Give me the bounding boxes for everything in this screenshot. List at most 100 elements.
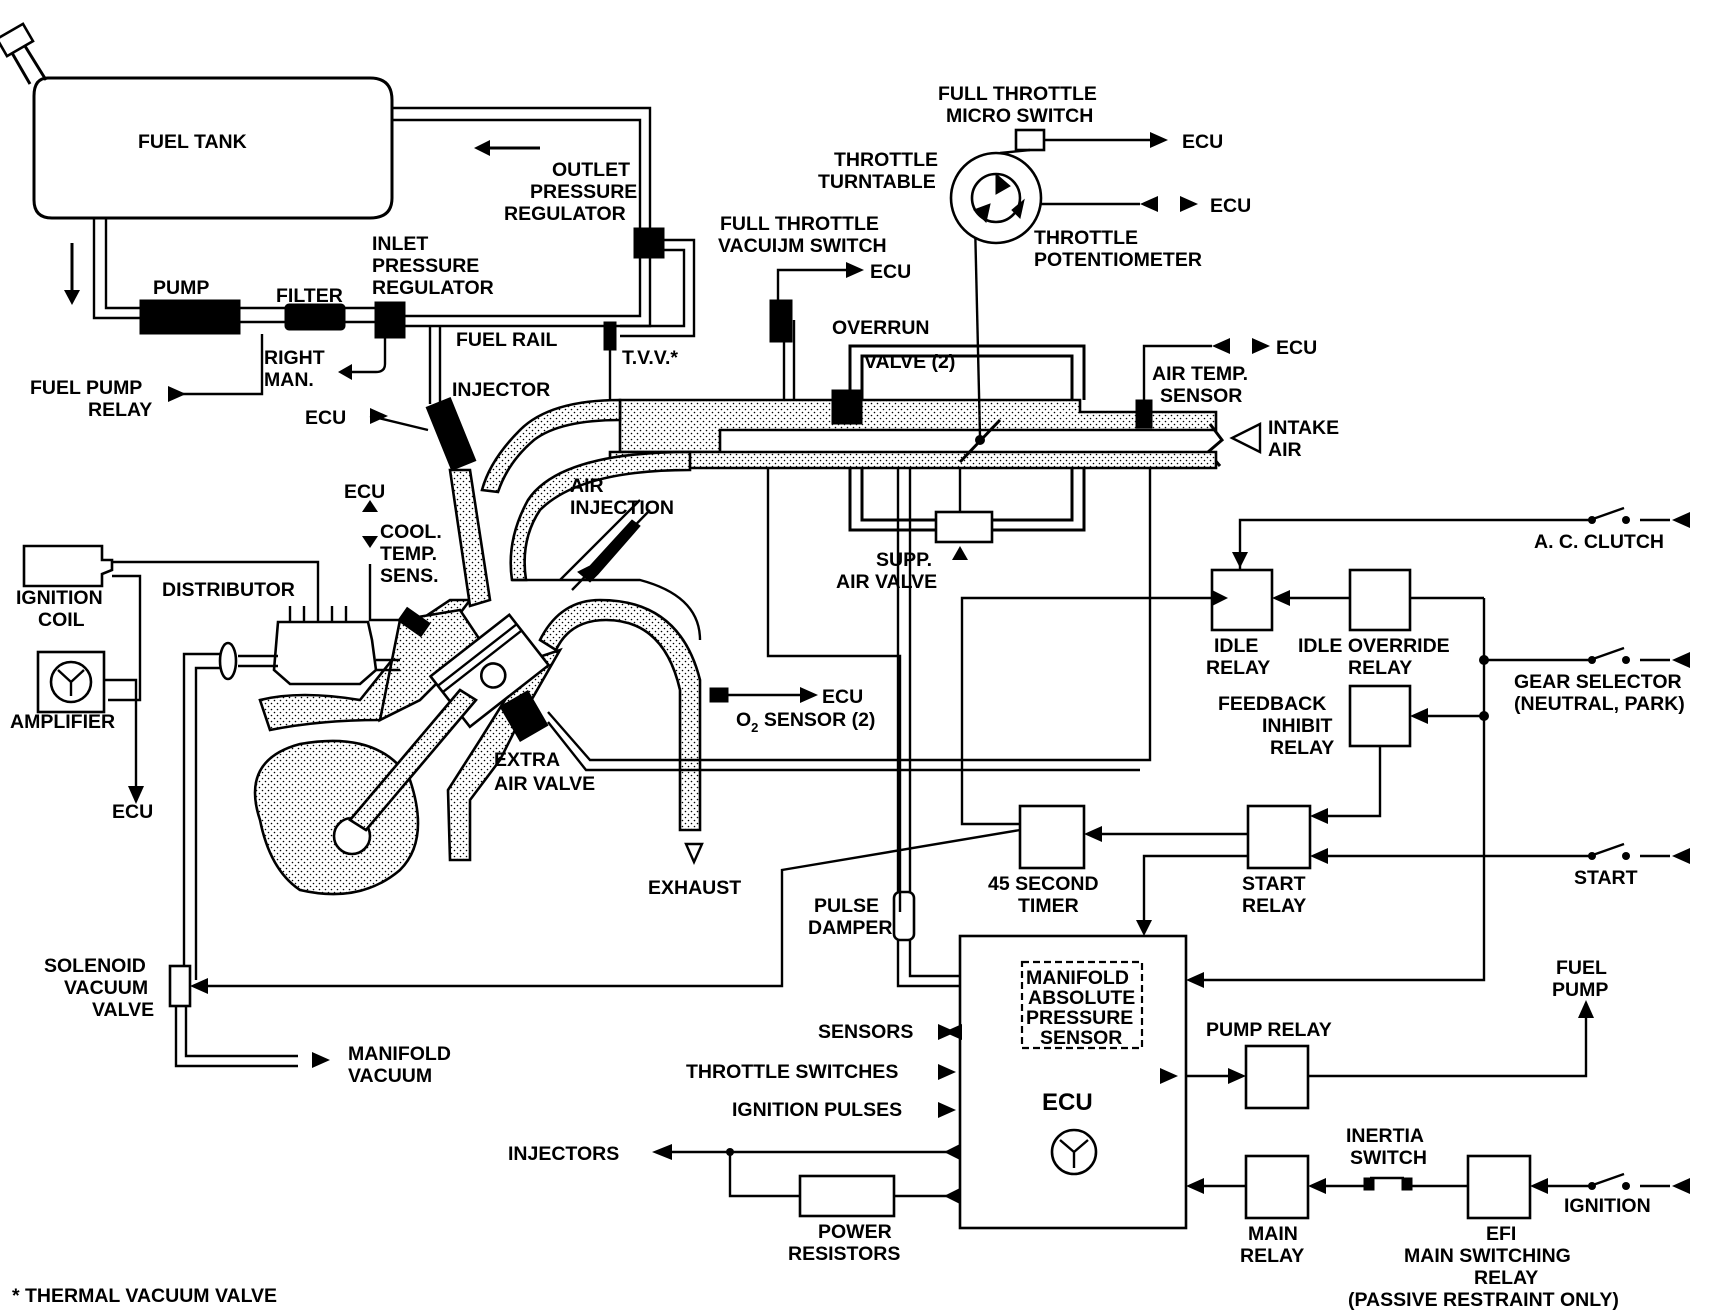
crankshaft: [253, 739, 420, 896]
pulse-damper: [892, 890, 916, 942]
left-arrow-icon: [474, 140, 490, 156]
o2-sensor: [709, 687, 729, 703]
ecu-label-vacuum: ECU: [870, 261, 911, 283]
right-man-label-1: RIGHT: [264, 347, 325, 369]
intake-runner-top: [480, 398, 622, 494]
efi-main-switching-relay: [1466, 1154, 1532, 1220]
throttle-turntable-label-1: THROTTLE: [834, 149, 938, 171]
idle-relay: [1210, 568, 1274, 632]
inlet-reg-label-3: REGULATOR: [372, 277, 494, 299]
air-temp-label-2: SENSOR: [1160, 385, 1242, 407]
feedback-label-3: RELAY: [1270, 737, 1334, 759]
full-throttle-micro-switch: [1014, 128, 1046, 152]
cool-label-3: SENS.: [380, 565, 439, 587]
overrun-label-2: VALVE (2): [864, 351, 955, 373]
ignition-coil-label-1: IGNITION: [16, 587, 103, 609]
start-relay-label-2: RELAY: [1242, 895, 1306, 917]
inertia-label-2: SWITCH: [1350, 1147, 1427, 1169]
supp-label-2: AIR VALVE: [836, 571, 937, 593]
full-throttle-vacuum-switch: [769, 299, 793, 343]
pump-label: PUMP: [153, 277, 209, 299]
injector: [425, 396, 477, 472]
feedback-inhibit-relay: [1348, 684, 1412, 748]
ecu-label-o2: ECU: [822, 686, 863, 708]
filter-label: FILTER: [276, 285, 343, 307]
intake-plenum: [618, 398, 1218, 454]
pulse-label-1: PULSE: [814, 895, 879, 917]
ecu-main-label: ECU: [1042, 1089, 1093, 1116]
ecu-label-airtemp: ECU: [1276, 337, 1317, 359]
manifold-vac-label-2: VACUUM: [348, 1065, 432, 1087]
fuel-rail-label: FUEL RAIL: [456, 329, 558, 351]
inertia-switch-contact-b: [1401, 1177, 1413, 1191]
amplifier-label: AMPLIFIER: [10, 711, 115, 733]
inertia-switch-contact-a: [1363, 1177, 1375, 1191]
ecu-label-micro: ECU: [1182, 131, 1223, 153]
outlet-reg-label-2: PRESSURE: [530, 181, 637, 203]
gear-label-2: (NEUTRAL, PARK): [1514, 693, 1685, 715]
intake-label-1: INTAKE: [1268, 417, 1339, 439]
idle-override-label-2: RELAY: [1348, 657, 1412, 679]
ignition-label: IGNITION: [1564, 1195, 1651, 1217]
o2-sensor-label: O2 SENSOR (2): [736, 709, 875, 735]
throttle-pot-label-1: THROTTLE: [1034, 227, 1138, 249]
solenoid-label-1: SOLENOID: [44, 955, 146, 977]
feedback-label-2: INHIBIT: [1262, 715, 1333, 737]
fuel-tank-label: FUEL TANK: [138, 131, 247, 153]
map-label-4: SENSOR: [1040, 1027, 1122, 1049]
coolant-temp-sensor: [397, 606, 431, 638]
air-temp-sensor: [1135, 399, 1153, 429]
fuel-tank: FUEL TANK: [0, 22, 394, 220]
fuel-filler-cap: [0, 22, 35, 58]
throttle-pot-label-2: POTENTIOMETER: [1034, 249, 1202, 271]
efi-label-1: EFI: [1486, 1223, 1516, 1245]
fuel-pump-label-2: PUMP: [1552, 979, 1608, 1001]
ecu-label-amp: ECU: [112, 801, 153, 823]
idle-relay-label-2: RELAY: [1206, 657, 1270, 679]
manifold-vac-label-1: MANIFOLD: [348, 1043, 451, 1065]
main-relay-label-2: RELAY: [1240, 1245, 1304, 1267]
ecu: [958, 934, 1188, 1230]
tvv-label: T.V.V.*: [622, 347, 678, 369]
outlet-reg-label-1: OUTLET: [552, 159, 630, 181]
throttle-switches-label: THROTTLE SWITCHES: [686, 1061, 898, 1083]
pump: [139, 299, 241, 335]
ignition-coil-label-2: COIL: [38, 609, 85, 631]
overrun-valve: [831, 389, 863, 425]
filter: [284, 303, 346, 331]
fuel-pump-label-1: FUEL: [1556, 957, 1607, 979]
extra-air-label-2: AIR VALVE: [494, 773, 595, 795]
timer-label-2: TIMER: [1018, 895, 1079, 917]
efi-label-2: MAIN SWITCHING: [1404, 1245, 1571, 1267]
down-arrow-icon: [64, 290, 80, 305]
head-runner-left: [448, 468, 492, 608]
feedback-label-1: FEEDBACK: [1218, 693, 1326, 715]
ft-vacuum-label-1: FULL THROTTLE: [720, 213, 879, 235]
connecting-rod: [348, 688, 478, 832]
extra-air-valve: [499, 689, 549, 743]
exhaust-arrow-icon: [684, 842, 704, 865]
map-label-1: MANIFOLD: [1026, 967, 1129, 989]
idle-relay-label-1: IDLE: [1214, 635, 1258, 657]
outlet-reg-label-3: REGULATOR: [504, 203, 626, 225]
start-relay: [1246, 804, 1312, 870]
distributor: [272, 620, 378, 686]
solenoid-label-3: VALVE: [92, 999, 154, 1021]
supp-label-1: SUPP.: [876, 549, 932, 571]
sensors-label: SENSORS: [818, 1021, 913, 1043]
overrun-label-1: OVERRUN: [832, 317, 930, 339]
idle-override-relay: [1348, 568, 1412, 632]
ac-clutch-label: A. C. CLUTCH: [1534, 531, 1664, 553]
footnote: * THERMAL VACUUM VALVE: [12, 1285, 277, 1307]
exhaust-label: EXHAUST: [648, 877, 741, 899]
intake-lower-wall: [608, 450, 1218, 470]
inertia-label-1: INERTIA: [1346, 1125, 1424, 1147]
inlet-reg-label-1: INLET: [372, 233, 428, 255]
power-res-label-1: POWER: [818, 1221, 892, 1243]
ignition-coil: [22, 544, 114, 588]
extra-air-label-1: EXTRA: [494, 749, 560, 771]
pump-relay-label: PUMP RELAY: [1206, 1019, 1332, 1041]
45-second-timer: [1018, 804, 1086, 870]
ignition-pulses-label: IGNITION PULSES: [732, 1099, 902, 1121]
map-label-2: ABSOLUTE: [1028, 987, 1135, 1009]
